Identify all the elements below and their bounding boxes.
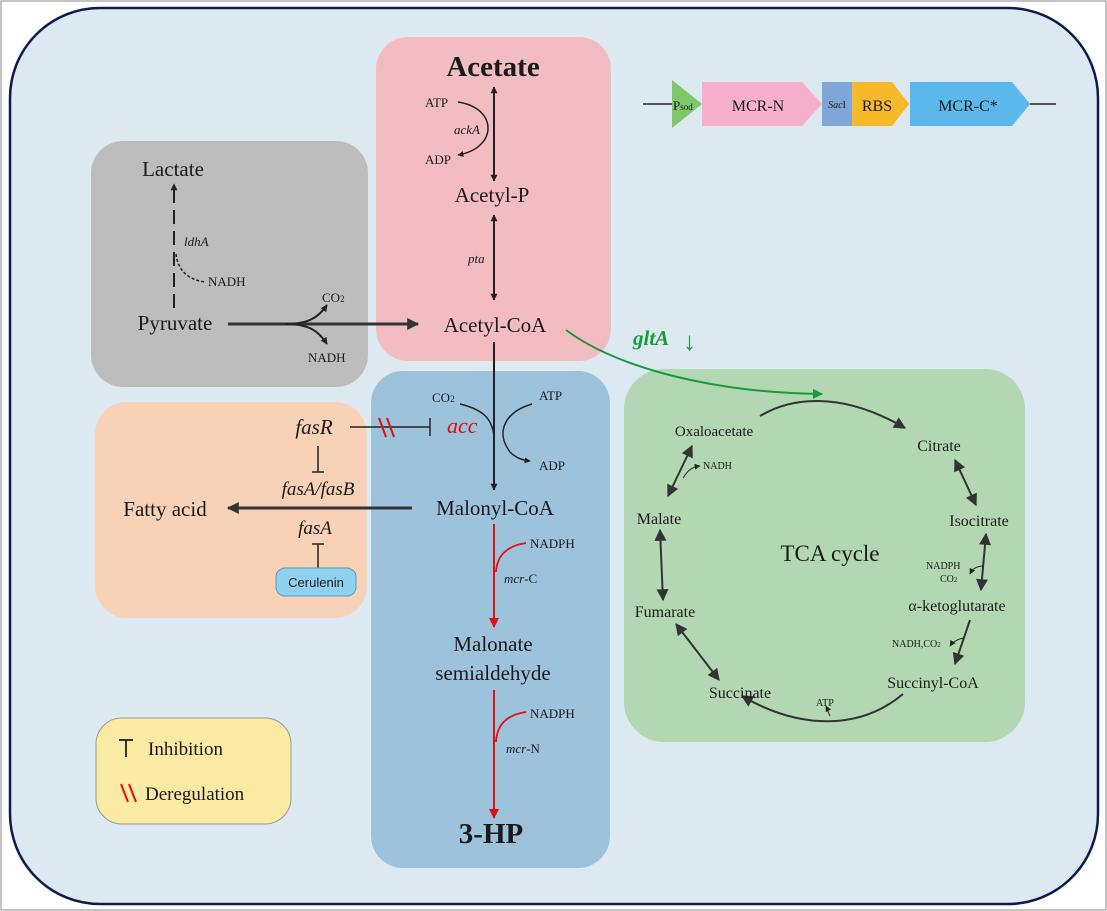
akg-label: α-ketoglutarate [908,598,1005,615]
akg-succinylcoa-arrow [952,619,971,666]
cerulenin-label: Cerulenin [288,575,344,590]
acetyl-p-label: Acetyl-P [455,183,530,207]
isocitrate-akg-arrow [975,532,992,592]
acka-gene-label: ackA [454,122,480,137]
mcr-n-part-label: MCR-N [732,98,785,115]
tca-atp-label: ATP [816,698,834,709]
ldha-nadh-label: NADH [208,274,246,289]
lactate-label: Lactate [142,157,204,181]
tca-nadh-label: NADH [703,461,732,472]
mcr-n-nadph-label: NADPH [530,706,575,721]
acetate-label: Acetate [446,51,540,83]
glta-gene-label: gltA [632,326,669,350]
succinylcoa-succinate-arc [740,693,904,723]
acc-atp-label: ATP [539,388,562,403]
acc-co2-label: CO2 [432,390,455,405]
acc-co2-curve [459,403,495,437]
glta-downregulation-icon: ↓ [683,327,696,356]
pdh-nadh-branch [284,323,328,345]
malonate-semialdehyde-label-2: semialdehyde [435,661,550,685]
nadh-co2-tick [949,637,964,647]
acc-atp-adp-curve [502,403,533,464]
acc-gene-label: acc [447,413,478,438]
3hp-label: 3-HP [459,818,523,850]
malate-oaa-arrow [667,444,693,498]
fumarate-label: Fumarate [635,604,695,621]
tca-cycle-label: TCA cycle [781,541,880,566]
cerulenin-box [275,567,357,597]
acetate-module-box [376,37,611,361]
atp-label: ATP [425,95,448,110]
legend-deregulation-icon-2 [128,783,137,803]
deregulation-mark-1 [378,417,387,438]
mcr-c-nadph-curve [495,542,527,573]
malonyl-coa-label: Malonyl-CoA [436,496,555,520]
citrate-isocitrate-arrow [954,458,977,507]
fasa-fasb-gene-label: fasA/fasB [282,479,355,500]
saci-label: SacI [828,100,846,111]
ldha-gene-label: ldhA [184,234,209,249]
gltA-path-arrow [565,329,823,399]
saci-part [822,82,852,126]
tca-nadh-tick [682,463,701,479]
succinate-fumarate-arrow [675,623,720,681]
legend-deregulation-icon-1 [120,783,129,803]
pyruvate-label: Pyruvate [138,311,213,335]
mcr-n-nadph-curve [495,711,527,743]
nadph-co2-label-2: CO2 [940,574,958,585]
pta-gene-label: pta [467,251,485,266]
mcr-c-gene-label: mcr-C [504,571,537,586]
pdh-nadh-label: NADH [308,350,346,365]
legend-deregulation-label: Deregulation [145,784,245,805]
legend-inhibition-label: Inhibition [148,739,223,760]
fasr-gene-label: fasR [295,415,333,439]
malate-label: Malate [637,511,681,528]
psod-promoter-part [672,80,702,128]
nadh-co2-label: NADH,CO2 [892,639,941,650]
fatty-acid-label: Fatty acid [123,497,207,521]
oaa-citrate-arc [759,400,907,429]
fasa-gene-label: fasA [298,518,332,539]
malonate-semialdehyde-label-1: Malonate [453,632,532,656]
succinate-label: Succinate [709,685,771,702]
acetyl-coa-label: Acetyl-CoA [444,313,547,337]
adp-label: ADP [425,152,451,167]
pdh-co2-label: CO2 [322,290,345,305]
acc-adp-label: ADP [539,458,565,473]
tca-atp-tick [825,705,832,717]
tca-module-box [624,369,1025,742]
rbs-part [852,82,909,126]
hp-module-box [371,371,610,868]
mcr-c-part [910,82,1030,126]
ldha-nadh-curve [175,253,206,283]
mcr-n-gene-label: mcr-N [506,741,541,756]
nadph-co2-label-1: NADPH [926,561,960,572]
fumarate-malate-arrow [654,528,669,602]
succinyl-coa-label: Succinyl-CoA [887,675,979,692]
psod-label: Psod [673,98,693,113]
mcr-n-part [702,82,822,126]
legend-box [95,717,292,825]
oxaloacetate-label: Oxaloacetate [675,424,754,440]
isocitrate-label: Isocitrate [949,513,1009,530]
mcr-c-part-label: MCR-C* [938,98,998,115]
rbs-label: RBS [862,98,892,115]
acka-cofactor-curve [457,101,489,158]
deregulation-mark-2 [386,417,395,438]
mcr-c-nadph-label: NADPH [530,536,575,551]
citrate-label: Citrate [917,438,961,455]
nadph-co2-tick [969,565,985,575]
